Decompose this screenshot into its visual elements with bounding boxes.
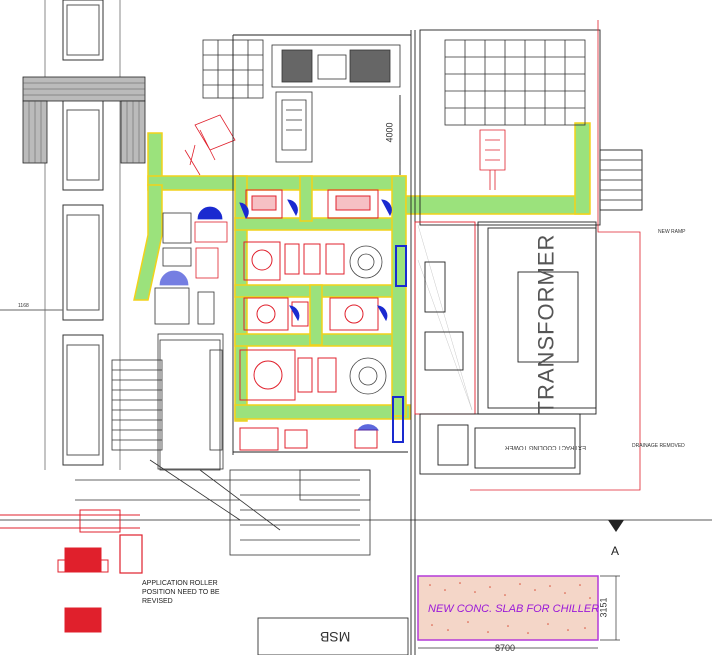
msb-box xyxy=(257,617,409,655)
red-forklift-outlines xyxy=(184,114,506,190)
upper-equipment xyxy=(202,39,586,163)
drainage-label: DRAINAGE REMOVED xyxy=(632,443,685,449)
section-a-label: A xyxy=(611,544,620,558)
cooling-tower-label: EXTRACT COOLING TOWER xyxy=(505,444,587,450)
dim-left-label: 1168 xyxy=(18,303,29,309)
dim-8700-label: 8700 xyxy=(495,643,516,653)
dim-4000-label: 4000 xyxy=(384,122,395,143)
dimension-lines xyxy=(399,105,620,649)
dim-3151-label: 3151 xyxy=(598,597,609,618)
left-machine-column xyxy=(0,0,121,470)
red-machines-bottom xyxy=(0,509,143,633)
grating-platform xyxy=(22,76,146,164)
section-arrow xyxy=(608,520,624,532)
left-cell-items xyxy=(154,206,228,325)
green-walkways xyxy=(133,122,591,422)
grey-round-machines xyxy=(349,245,387,395)
application-note: APPLICATION ROLLER POSITION NEED TO BE R… xyxy=(142,580,220,605)
site-boundary-red xyxy=(470,20,641,491)
red-machines xyxy=(239,189,379,451)
new-slab-label: NEW CONC. SLAB FOR CHILLER xyxy=(428,603,600,615)
new-ramp-label: NEW RAMP xyxy=(658,229,686,235)
transformer-label: TRANSFORMER xyxy=(533,233,559,415)
cell-frame xyxy=(232,30,416,655)
transformer-area xyxy=(414,29,643,475)
lower-conveyor xyxy=(0,333,712,556)
msb-label: MSB xyxy=(320,629,351,645)
blue-safety-items xyxy=(239,199,407,443)
slab-speckle xyxy=(429,582,591,634)
